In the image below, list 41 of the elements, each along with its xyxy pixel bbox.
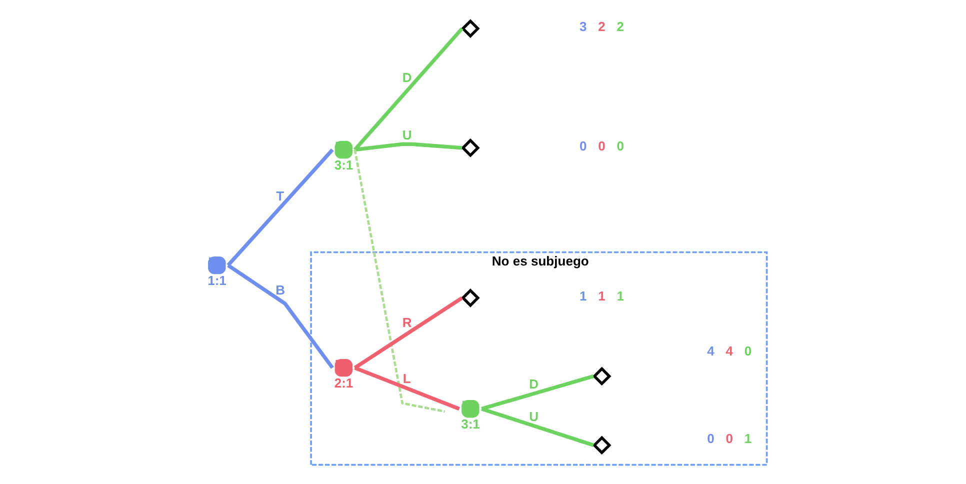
- connector: [226, 148, 334, 267]
- connector: [354, 366, 460, 411]
- node-label: 0: [579, 138, 587, 154]
- connector: [354, 142, 462, 152]
- edge-label: D: [529, 376, 539, 392]
- node-diamond: [460, 19, 480, 38]
- edge-label: L: [402, 370, 411, 386]
- node-label: 1: [598, 288, 606, 304]
- edge-label: D: [402, 70, 412, 85]
- node-label: 0: [598, 138, 606, 154]
- node-label: 1: [616, 288, 624, 304]
- node-label: 4: [726, 343, 734, 358]
- connector: [354, 296, 464, 370]
- node-label: 0: [744, 343, 752, 358]
- node-label: 0: [707, 431, 714, 446]
- node-diamond: [460, 138, 480, 158]
- node-label: 0: [616, 138, 624, 154]
- edge-label: U: [529, 409, 539, 424]
- node-label: 2: [598, 19, 606, 34]
- node-diamond: [592, 436, 612, 455]
- edge-label: U: [402, 128, 412, 143]
- connector: [354, 150, 446, 413]
- node-label: 3: [579, 19, 587, 34]
- node-label: 0: [726, 431, 734, 446]
- node-label: 4: [707, 343, 714, 358]
- edge-label: T: [276, 188, 284, 204]
- node-label: 1: [579, 288, 587, 304]
- node-label: 3:1: [334, 157, 354, 172]
- connector: [227, 264, 334, 369]
- node-diamond: [460, 288, 480, 308]
- node-label: 1:1: [208, 273, 226, 288]
- connector: [353, 27, 464, 151]
- node-label: 2: [616, 19, 624, 34]
- edge-label: B: [276, 282, 286, 298]
- node-label: 1: [744, 431, 752, 446]
- node-label: 2:1: [334, 376, 354, 391]
- node-label: 3:1: [461, 416, 480, 432]
- connector: [481, 407, 594, 447]
- edge-label: R: [402, 315, 412, 330]
- connector: [481, 374, 594, 411]
- node-diamond: [592, 366, 612, 386]
